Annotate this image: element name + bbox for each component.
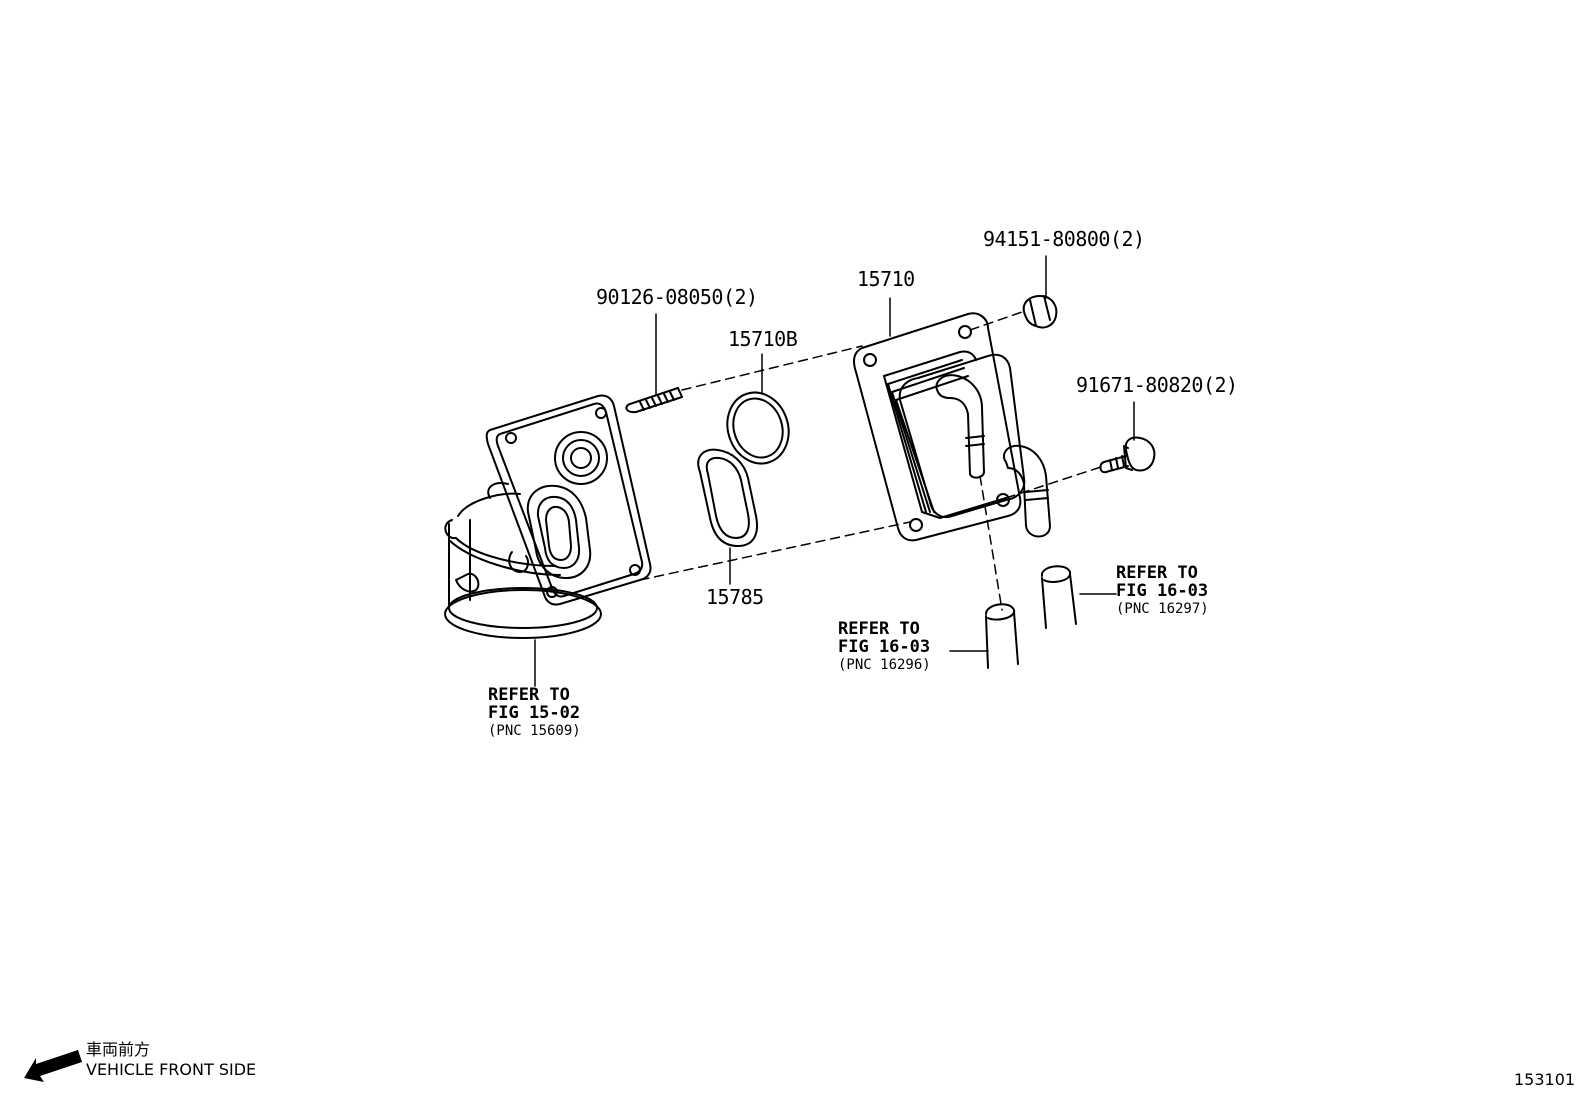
reference-pnc: (PNC 16297): [1116, 601, 1209, 617]
o-ring-15710b: [726, 391, 790, 465]
nut: [1022, 295, 1058, 329]
reference-line: REFER TO: [488, 685, 570, 705]
stud-bolt: [625, 387, 683, 414]
label-nut-part-number: 94151-80800(2): [983, 227, 1145, 251]
reference-pnc: (PNC 16296): [838, 657, 931, 673]
label-bolt-part-number: 91671-80820(2): [1076, 373, 1238, 397]
reference-fig-16-03-16297: REFER TO FIG 16-03 (PNC 16297): [1116, 564, 1209, 618]
figure-number: 153101: [1514, 1070, 1576, 1089]
oil-filter-bracket: [444, 394, 652, 639]
reference-fig-15-02: REFER TO FIG 15-02 (PNC 15609): [488, 686, 581, 740]
label-stud-part-number: 90126-08050(2): [596, 285, 758, 309]
gasket-15785: [697, 448, 758, 547]
vehicle-front-japanese: 車両前方: [86, 1040, 151, 1059]
oil-cooler: [853, 312, 1051, 542]
reference-line: FIG 16-03: [838, 637, 931, 657]
vehicle-front-indicator: 車両前方 VEHICLE FRONT SIDE: [86, 1040, 256, 1080]
reference-line: REFER TO: [1116, 563, 1198, 583]
vehicle-front-english: VEHICLE FRONT SIDE: [86, 1060, 257, 1079]
reference-fig-16-03-16296: REFER TO FIG 16-03 (PNC 16296): [838, 620, 931, 674]
reference-line: FIG 16-03: [1116, 581, 1209, 601]
label-oil-cooler-part-number: 15710: [857, 267, 915, 291]
flange-bolt: [1099, 436, 1156, 474]
reference-pnc: (PNC 15609): [488, 723, 581, 739]
leader-lines: [534, 255, 1135, 687]
label-gasket-part-number: 15785: [706, 585, 764, 609]
reference-line: REFER TO: [838, 619, 920, 639]
reference-line: FIG 15-02: [488, 703, 581, 723]
alignment-lines: [639, 311, 1105, 611]
hose-16296: [985, 603, 1019, 669]
vehicle-front-arrow-icon: [24, 1050, 82, 1082]
label-o-ring-part-number: 15710B: [728, 327, 798, 351]
hose-16297: [1041, 565, 1077, 629]
